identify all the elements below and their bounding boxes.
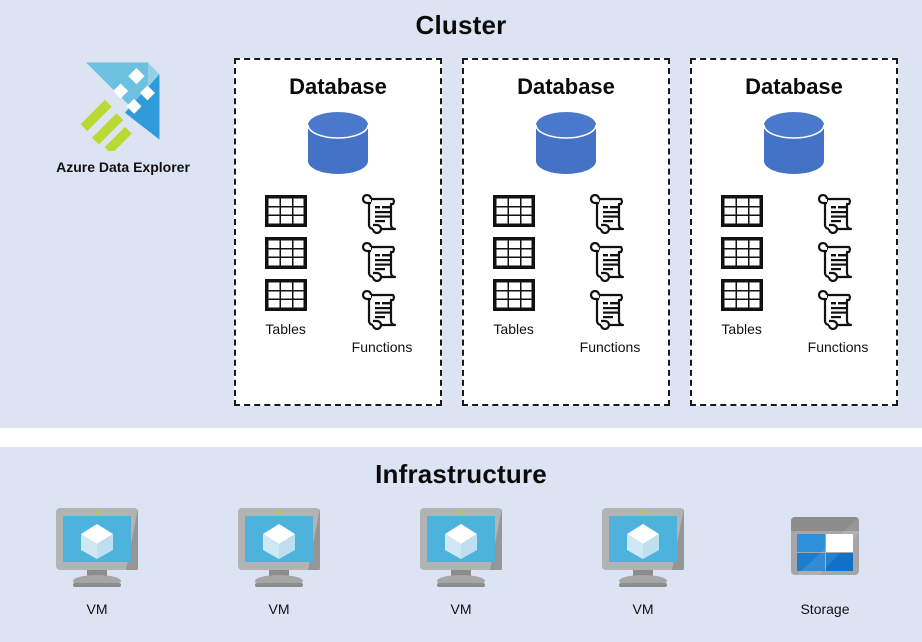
- functions-column[interactable]: Functions: [579, 194, 641, 355]
- functions-label: Functions: [579, 339, 641, 355]
- azure-data-explorer-label: Azure Data Explorer: [56, 159, 190, 175]
- database-objects-grid: Tables: [464, 194, 668, 355]
- scroll-icon[interactable]: [589, 290, 630, 330]
- tables-label: Tables: [493, 321, 534, 337]
- functions-label: Functions: [807, 339, 869, 355]
- infrastructure-node-label: VM: [86, 601, 108, 617]
- infrastructure-node-label: VM: [268, 601, 290, 617]
- database-title: Database: [289, 74, 387, 99]
- virtual-machine-icon[interactable]: [597, 503, 689, 591]
- infrastructure-node-label: VM: [632, 601, 654, 617]
- table-icon[interactable]: [720, 194, 764, 228]
- scroll-icon[interactable]: [361, 242, 402, 282]
- cluster-title: Cluster: [415, 10, 507, 40]
- tables-column[interactable]: Tables: [720, 194, 764, 355]
- database-cylinder-icon: [535, 112, 597, 174]
- database-title: Database: [517, 74, 615, 99]
- scroll-icon[interactable]: [589, 242, 630, 282]
- infrastructure-section: Infrastructure VM: [0, 447, 922, 642]
- scroll-icon[interactable]: [589, 194, 630, 234]
- cluster-section: Cluster: [0, 0, 922, 428]
- database-cylinder-icon: [763, 112, 825, 174]
- scroll-icon[interactable]: [361, 290, 402, 330]
- database-panel[interactable]: Database: [462, 58, 670, 406]
- virtual-machine-icon[interactable]: [233, 503, 325, 591]
- infrastructure-node[interactable]: VM: [49, 503, 145, 617]
- infrastructure-node-label: Storage: [800, 601, 850, 617]
- infrastructure-node-label: VM: [450, 601, 472, 617]
- table-icon[interactable]: [492, 194, 536, 228]
- storage-icon[interactable]: [779, 503, 871, 591]
- database-objects-grid: Tables: [236, 194, 440, 355]
- azure-data-explorer-brand: Azure Data Explorer: [48, 55, 198, 175]
- database-objects-grid: Tables: [692, 194, 896, 355]
- tables-label: Tables: [265, 321, 306, 337]
- database-panel[interactable]: Database: [690, 58, 898, 406]
- tables-column[interactable]: Tables: [492, 194, 536, 355]
- table-icon[interactable]: [492, 236, 536, 270]
- scroll-icon[interactable]: [817, 290, 858, 330]
- database-cylinder-icon: [307, 112, 369, 174]
- infrastructure-node[interactable]: VM: [413, 503, 509, 617]
- functions-label: Functions: [351, 339, 413, 355]
- table-icon[interactable]: [720, 278, 764, 312]
- scroll-icon[interactable]: [817, 242, 858, 282]
- infrastructure-node[interactable]: VM: [595, 503, 691, 617]
- tables-label: Tables: [721, 321, 762, 337]
- infrastructure-node[interactable]: VM: [231, 503, 327, 617]
- table-icon[interactable]: [492, 278, 536, 312]
- table-icon[interactable]: [264, 278, 308, 312]
- virtual-machine-icon[interactable]: [51, 503, 143, 591]
- functions-column[interactable]: Functions: [351, 194, 413, 355]
- scroll-icon[interactable]: [817, 194, 858, 234]
- table-icon[interactable]: [264, 236, 308, 270]
- tables-column[interactable]: Tables: [264, 194, 308, 355]
- table-icon[interactable]: [720, 236, 764, 270]
- table-icon[interactable]: [264, 194, 308, 228]
- functions-column[interactable]: Functions: [807, 194, 869, 355]
- virtual-machine-icon[interactable]: [415, 503, 507, 591]
- scroll-icon[interactable]: [361, 194, 402, 234]
- database-title: Database: [745, 74, 843, 99]
- infrastructure-title: Infrastructure: [375, 459, 547, 489]
- azure-data-explorer-logo-icon: [80, 62, 160, 151]
- infrastructure-node[interactable]: Storage: [777, 503, 873, 617]
- infrastructure-node-row: VM VM: [0, 503, 922, 617]
- database-panel[interactable]: Database: [234, 58, 442, 406]
